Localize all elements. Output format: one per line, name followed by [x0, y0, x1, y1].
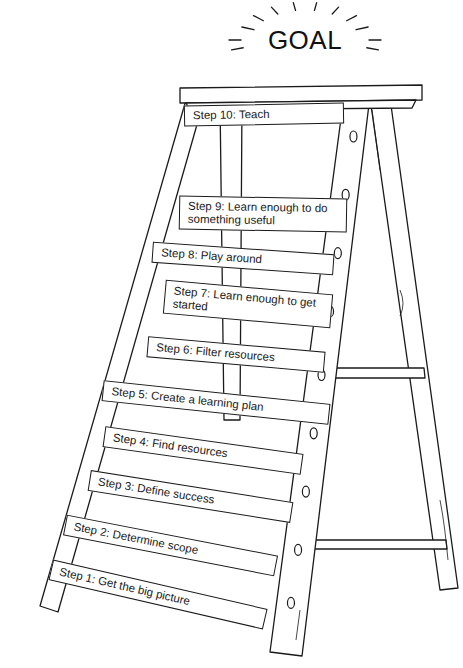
rail-hole — [302, 486, 309, 497]
glow-ray — [254, 16, 264, 21]
glow-ray — [232, 48, 244, 50]
cross-brace — [311, 540, 447, 549]
right-rail — [270, 96, 370, 656]
glow-ray — [242, 27, 254, 30]
ladder-rung: Step 7: Learn enough to get started — [163, 280, 333, 329]
ladder-rung: Step 10: Teach — [184, 102, 344, 126]
ladder-rung: Step 3: Define success — [87, 470, 293, 523]
glow-ray — [367, 48, 379, 50]
step-label: Step 6: Filter resources — [156, 341, 317, 368]
step-label: Step 7: Learn enough to get started — [172, 285, 324, 324]
step-label: Step 1: Get the big picture — [58, 565, 258, 623]
rail-hole — [287, 597, 294, 608]
step-label: Step 9: Learn enough to do something use… — [188, 200, 338, 229]
rail-hole — [350, 131, 357, 142]
glow-ray — [293, 3, 295, 11]
wood-grain — [440, 500, 448, 560]
ladder-rung: Step 1: Get the big picture — [48, 559, 267, 629]
ladder-rung: Step 5: Create a learning plan — [102, 380, 331, 425]
rail-hole — [334, 248, 341, 259]
glow-ray — [229, 39, 241, 40]
step-label: Step 2: Determine scope — [72, 520, 268, 571]
glow-ray — [347, 16, 357, 21]
back-leg — [370, 98, 458, 590]
ladder-rung: Step 2: Determine scope — [62, 514, 277, 576]
glow-ray — [356, 27, 368, 30]
glow-ray — [271, 7, 277, 14]
wood-grain — [372, 110, 380, 170]
step-label: Step 10: Teach — [193, 106, 335, 122]
ladder-rung: Step 8: Play around — [151, 241, 334, 275]
wood-knot — [400, 290, 403, 316]
step-label: Step 3: Define success — [97, 475, 284, 517]
step-label: Step 8: Play around — [161, 246, 326, 271]
glow-ray — [332, 7, 338, 14]
glow-ray — [314, 3, 316, 11]
step-label: Step 5: Create a learning plan — [111, 385, 321, 420]
ladder-rung: Step 9: Learn enough to do something use… — [179, 196, 348, 233]
glow-ray — [369, 39, 381, 40]
step-label: Step 4: Find resources — [112, 431, 294, 469]
cross-brace — [334, 368, 425, 378]
wood-grain — [296, 610, 300, 640]
goal-label: GOAL — [268, 25, 342, 56]
rail-hole — [295, 544, 302, 555]
rail-hole — [310, 428, 317, 439]
ladder-rung: Step 4: Find resources — [102, 426, 303, 475]
